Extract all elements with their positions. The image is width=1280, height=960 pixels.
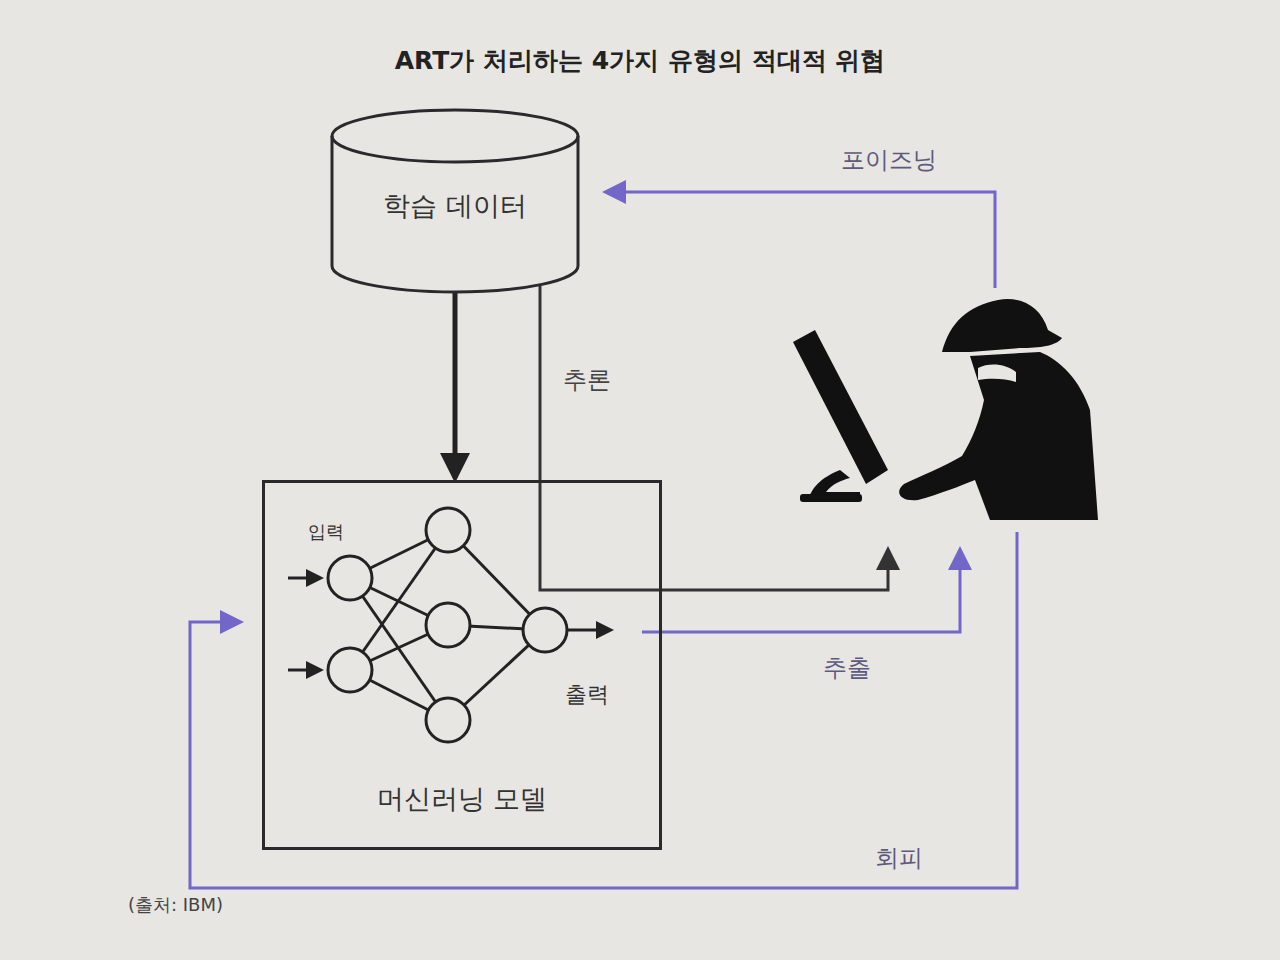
node-label: 학습 데이터: [383, 188, 527, 224]
threat-label: 추론: [560, 364, 614, 396]
extraction-line: [642, 552, 960, 632]
flow-arrow: [453, 292, 458, 478]
threat-label: 포이즈닝: [838, 144, 940, 176]
node-label: 머신러닝 모델: [377, 781, 548, 817]
diagram-title: ART가 처리하는 4가지 유형의 적대적 위협: [0, 44, 1280, 77]
data-cylinder: 학습 데이터: [330, 110, 580, 292]
source-caption: (출처: IBM): [128, 893, 223, 917]
evasion-line: [190, 532, 1017, 888]
io-label: 입력: [305, 520, 347, 544]
poisoning-line: [608, 192, 995, 288]
hacker-figure: [793, 299, 1098, 520]
threat-label: 추출: [820, 652, 874, 684]
io-label: 출력: [562, 680, 612, 710]
neural-network: [288, 508, 608, 742]
inference-line: [540, 286, 888, 590]
threat-label: 회피: [872, 842, 926, 874]
